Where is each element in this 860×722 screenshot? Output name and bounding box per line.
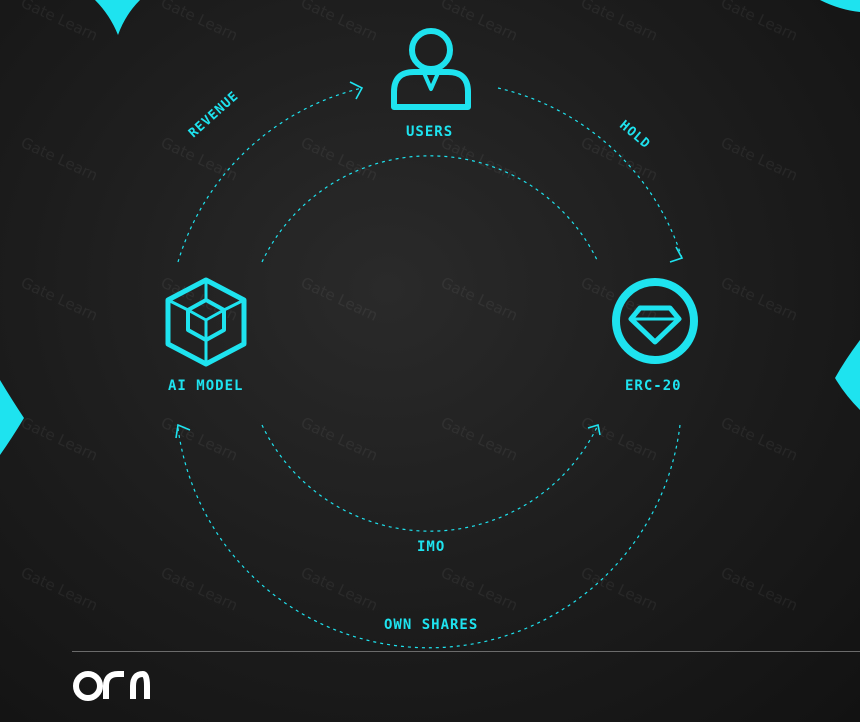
arrow-imo [587, 423, 601, 436]
edge-label-own-shares: OWN SHARES [384, 617, 479, 633]
node-label-erc20: ERC-20 [625, 378, 682, 394]
arc-own-shares [177, 424, 681, 649]
arrow-hold [669, 246, 684, 263]
footer-divider [72, 651, 860, 652]
arc-revenue [177, 87, 363, 263]
cube-icon [165, 277, 247, 367]
node-label-users: USERS [406, 124, 454, 140]
diamond-icon [612, 278, 698, 364]
corner-decoration-right [835, 340, 860, 410]
edge-label-imo: IMO [417, 539, 446, 555]
user-icon [391, 28, 471, 110]
node-label-ai-model: AI MODEL [168, 378, 244, 394]
corner-decoration-left [0, 380, 24, 455]
arrow-own-shares [175, 423, 191, 439]
inner-arc-imo [261, 424, 599, 532]
arrow-revenue [349, 81, 364, 100]
ora-logo [73, 670, 150, 701]
corner-decoration-top-right [820, 0, 860, 12]
corner-decoration-top-left [95, 0, 140, 35]
arc-hold [497, 87, 683, 259]
inner-arc-top [261, 155, 599, 263]
